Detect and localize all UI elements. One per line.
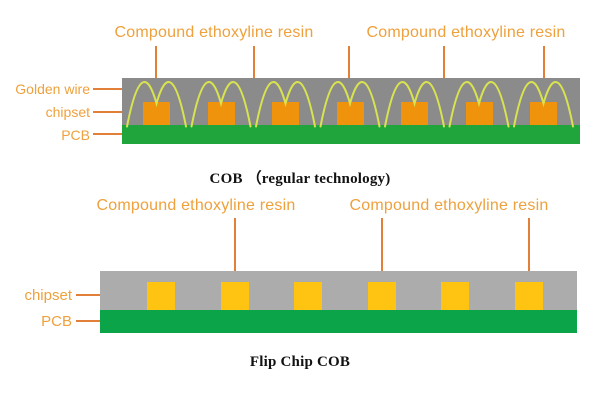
resin-leader-line: [155, 46, 157, 88]
chip: [465, 102, 493, 125]
pcb-layer-bottom: [100, 310, 577, 333]
resin-leader-line: [543, 46, 545, 88]
chip: [515, 282, 543, 310]
pcb-leader-line-bottom: [76, 320, 118, 322]
resin-label-top-left: Compound ethoxyline resin: [114, 24, 314, 41]
chip: [294, 282, 323, 310]
chip: [220, 282, 249, 310]
resin-label-bottom-left: Compound ethoxyline resin: [96, 197, 296, 214]
resin-leader-line: [380, 218, 383, 283]
golden-wire-leader-line: [93, 88, 138, 90]
pcb-layer-top: [122, 125, 580, 144]
chip: [530, 102, 557, 125]
pcb-label-top: PCB: [61, 127, 90, 143]
chip: [441, 282, 470, 310]
chip: [207, 102, 235, 125]
resin-leader-line: [253, 46, 255, 88]
chip: [143, 102, 170, 125]
golden-wire-label: Golden wire: [15, 81, 90, 97]
resin-leader-line: [233, 218, 236, 283]
resin-label-top-right: Compound ethoxyline resin: [366, 24, 566, 41]
chip: [367, 282, 396, 310]
chip: [336, 102, 364, 125]
chip: [272, 102, 299, 125]
resin-layer-bottom: [100, 271, 577, 310]
caption-flip-chip-cob: Flip Chip COB: [249, 354, 351, 370]
chip: [401, 102, 428, 125]
resin-leader-line: [443, 46, 445, 88]
chipset-leader-line-top: [93, 111, 146, 113]
chipset-label-top: chipset: [45, 104, 90, 120]
chip: [147, 282, 175, 310]
caption-cob-regular: COB （regular technology): [209, 171, 391, 187]
chipset-label-bottom: chipset: [24, 287, 72, 304]
resin-label-bottom-right: Compound ethoxyline resin: [349, 197, 549, 214]
resin-leader-line: [348, 46, 350, 88]
resin-leader-line: [528, 218, 530, 283]
pcb-label-bottom: PCB: [41, 313, 72, 330]
pcb-leader-line-top: [93, 133, 134, 135]
